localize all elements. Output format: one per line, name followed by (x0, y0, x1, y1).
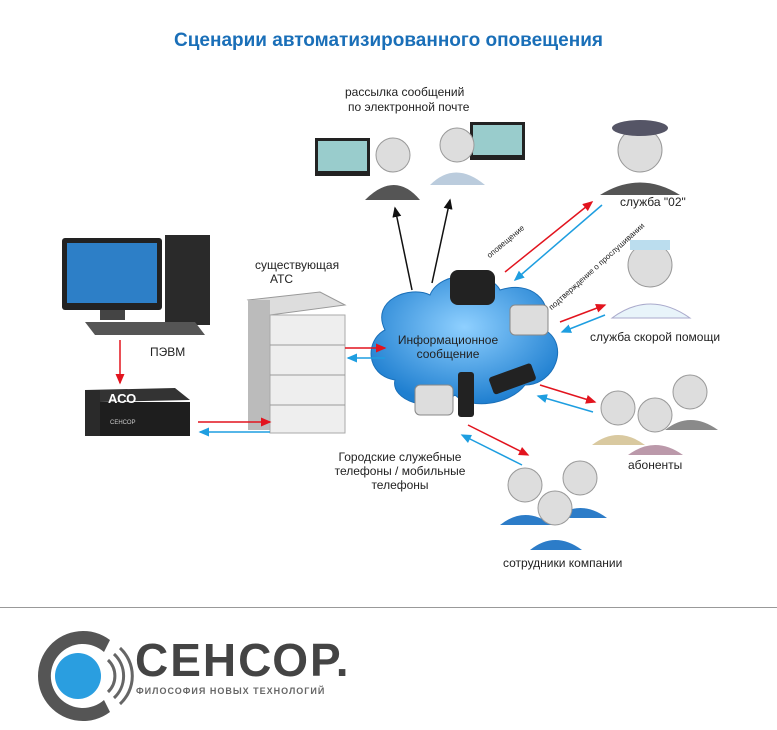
logo-c-icon (38, 631, 110, 721)
phones-label-2: телефоны / мобильные (334, 464, 466, 478)
subscribers-label: абоненты (628, 458, 683, 472)
pbx-label-2: АТС (270, 272, 294, 286)
subscribers-icon (592, 374, 718, 455)
divider (0, 607, 777, 608)
cloud-label: Информационное (397, 333, 499, 347)
aso-label: АСО (108, 391, 137, 406)
logo-name: СЕНСОР. (135, 634, 351, 686)
desk-phone-icon (450, 270, 495, 305)
cloud-label-2: сообщение (416, 347, 480, 361)
doctor-icon (610, 240, 692, 319)
email-operators-icon (315, 122, 525, 200)
employees-label: сотрудники компании (503, 556, 623, 570)
police-label: служба "02" (620, 195, 686, 209)
email-label-2: по электронной почте (348, 100, 470, 114)
globe-icon (55, 653, 101, 699)
pc-label: ПЭВМ (150, 345, 186, 359)
office-phone-icon-2 (414, 384, 454, 416)
employees-icon (500, 460, 607, 550)
phones-label: Городские служебные (338, 450, 462, 464)
pbx-icon (246, 291, 347, 434)
pbx-label: существующая (255, 258, 340, 272)
phones-label-3: телефоны (371, 478, 429, 492)
aso-brand: СЕНСОР (110, 420, 136, 426)
office-phone-icon (509, 304, 549, 336)
police-officer-icon (600, 120, 680, 195)
logo-tagline: ФИЛОСОФИЯ НОВЫХ ТЕХНОЛОГИЙ (136, 686, 326, 696)
mobile-phone-icon (458, 372, 474, 417)
aso-device-icon (85, 388, 190, 436)
email-label: рассылка сообщений (345, 85, 465, 99)
pc-icon (62, 235, 210, 335)
mobile-phone-icon-2 (489, 363, 536, 395)
ambulance-label: служба скорой помощи (590, 330, 721, 344)
page-title: Сценарии автоматизированного оповещения (174, 30, 603, 51)
diagram-graphics (62, 120, 718, 550)
